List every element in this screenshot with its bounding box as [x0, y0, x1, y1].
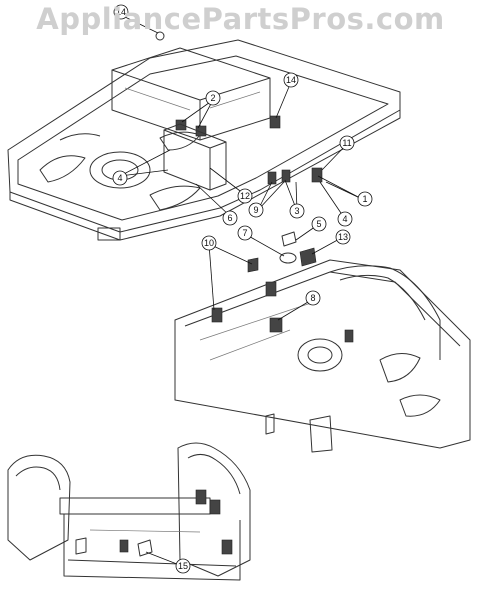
watermark-text: AppliancePartsPros.com: [36, 2, 445, 36]
callout-14-top: 14: [113, 4, 129, 20]
callout-14-right: 14: [283, 72, 299, 88]
svg-text:9: 9: [253, 205, 258, 215]
svg-text:8: 8: [310, 293, 315, 303]
middle-chassis-assembly: [174, 259, 471, 453]
svg-text:2: 2: [210, 93, 215, 103]
lower-chassis-assembly: [7, 442, 251, 581]
svg-text:6: 6: [227, 213, 232, 223]
svg-text:14: 14: [116, 7, 126, 17]
svg-text:1: 1: [362, 194, 367, 204]
callout-4-left: 4: [112, 170, 128, 186]
svg-text:10: 10: [204, 238, 214, 248]
callout-group: 14 2 14 4 12 6: [112, 4, 373, 574]
upper-frame-assembly: [7, 31, 401, 241]
svg-text:3: 3: [294, 206, 299, 216]
callout-1: 1: [357, 191, 373, 207]
callout-15: 15: [175, 558, 191, 574]
svg-text:11: 11: [342, 138, 351, 148]
callout-4-right: 4: [337, 211, 353, 227]
svg-text:12: 12: [240, 191, 250, 201]
leader-lines: [119, 14, 363, 567]
callout-12: 12: [237, 188, 253, 204]
svg-text:15: 15: [178, 561, 188, 571]
callout-5: 5: [311, 216, 327, 232]
callout-8: 8: [305, 290, 321, 306]
callout-3: 3: [289, 203, 305, 219]
svg-text:14: 14: [286, 75, 296, 85]
svg-text:4: 4: [342, 214, 347, 224]
callout-6: 6: [222, 210, 238, 226]
svg-text:5: 5: [316, 219, 321, 229]
svg-text:13: 13: [338, 232, 348, 242]
callout-9: 9: [248, 202, 264, 218]
callout-13: 13: [335, 229, 351, 245]
loose-parts: [247, 231, 317, 273]
svg-text:4: 4: [117, 173, 122, 183]
callout-2: 2: [205, 90, 221, 106]
callout-7: 7: [237, 225, 253, 241]
callout-10: 10: [201, 235, 217, 251]
callout-11: 11: [339, 135, 355, 151]
svg-text:7: 7: [242, 228, 247, 238]
